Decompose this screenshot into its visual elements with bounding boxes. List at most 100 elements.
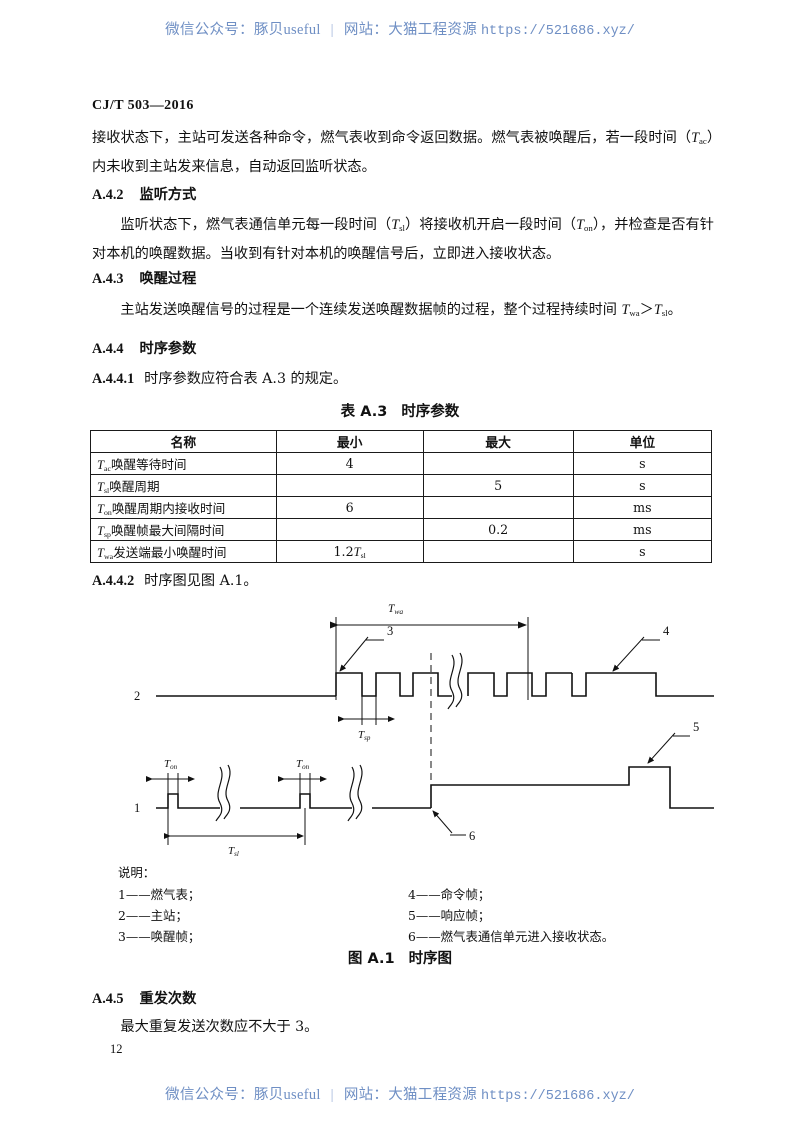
column-header-name: 名称	[90, 430, 277, 453]
row-max: 5	[422, 474, 574, 497]
watermark-separator: |	[330, 22, 334, 38]
row-max	[422, 452, 574, 475]
row-max: 0.2	[422, 518, 574, 541]
table-row: Ton唤醒周期内接收时间 6 ms	[90, 496, 713, 519]
row-name: Tsl唤醒周期	[90, 474, 277, 497]
callout-label-5: 5	[693, 720, 699, 734]
paragraph-a45: 最大重复发送次数应不大于 3。	[120, 1019, 319, 1035]
watermark-site-label: 网站：大猫工程资源	[343, 1087, 478, 1103]
break-squiggle-upper	[447, 652, 463, 710]
table-caption-label: 表 A.3	[340, 404, 388, 420]
legend-row: 2——主站； 5——响应帧；	[118, 905, 718, 926]
row-min: 4	[275, 452, 424, 475]
paragraph-a43: 主站发送唤醒信号的过程是一个连续发送唤醒数据帧的过程，整个过程持续时间 Twa＞…	[120, 302, 682, 319]
heading-a42-number: A.4.2	[92, 187, 124, 203]
intro-paragraph: 接收状态下，主站可发送各种命令，燃气表收到命令返回数据。燃气表被唤醒后，若一段时…	[92, 130, 714, 176]
row-unit: ms	[572, 518, 713, 541]
watermark-site-label: 网站：大猫工程资源	[343, 22, 478, 38]
heading-a44: A.4.4 时序参数	[92, 338, 196, 358]
row-name: Tsp唤醒帧最大间隔时间	[90, 518, 277, 541]
ton-left-label: Ton	[164, 758, 178, 771]
table-row: Tac唤醒等待时间 4 s	[90, 452, 713, 475]
row-unit: s	[572, 474, 713, 497]
row-min: 1.2Tsl	[275, 540, 424, 563]
row-unit: ms	[572, 496, 713, 519]
watermark-url: https://521686.xyz/	[480, 24, 635, 39]
paragraph-a42: 监听状态下，燃气表通信单元每一段时间（Tsl）将接收机开启一段时间（Ton），并…	[92, 217, 714, 263]
column-header-unit: 单位	[572, 430, 713, 453]
row-unit: s	[572, 540, 713, 563]
row-name: Tac唤醒等待时间	[90, 452, 277, 475]
page-number: 12	[110, 1042, 123, 1056]
figure-caption-title: 时序图	[408, 951, 453, 967]
figure-legend: 说明： 1——燃气表； 4——命令帧； 2——主站； 5——响应帧； 3——唤醒…	[118, 862, 718, 947]
callout-6	[432, 810, 466, 836]
clause-a4442-number: A.4.4.2	[92, 573, 135, 589]
break-squiggle-lower-1	[215, 764, 231, 822]
tsp-label: Tsp	[358, 729, 371, 742]
table-row: Tsl唤醒周期 5 s	[90, 474, 713, 497]
callout-label-6: 6	[469, 829, 475, 843]
watermark-separator: |	[330, 1087, 334, 1103]
tsl-dimension	[164, 808, 306, 845]
legend-heading: 说明：	[118, 865, 156, 880]
ton-right-label: Ton	[296, 758, 310, 771]
callout-4	[612, 636, 660, 672]
legend-item: 1——燃气表；	[118, 887, 201, 902]
clause-a4442-text: 时序图见图 A.1。	[144, 573, 258, 589]
table-row: Tsp唤醒帧最大间隔时间 0.2 ms	[90, 518, 713, 541]
heading-a45: A.4.5 重发次数	[92, 988, 196, 1008]
tsp-dimension	[338, 696, 395, 725]
twa-label: Twa	[388, 603, 403, 616]
callout-label-4: 4	[663, 624, 670, 638]
callout-5	[647, 732, 690, 764]
timing-parameter-table: 名称 最小 最大 单位 Tac唤醒等待时间 4 s Tsl唤醒周期 5 s To…	[90, 430, 713, 563]
watermark-wechat-label: 微信公众号：豚贝useful	[165, 1087, 321, 1103]
standard-number: CJ/T 503—2016	[92, 98, 194, 113]
legend-row: 3——唤醒帧； 6——燃气表通信单元进入接收状态。	[118, 926, 718, 947]
row-min: 6	[275, 496, 424, 519]
table-row: Twa发送端最小唤醒时间 1.2Tsl s	[90, 540, 713, 563]
watermark-top: 微信公众号：豚贝useful | 网站：大猫工程资源 https://52168…	[0, 18, 800, 39]
heading-a45-title: 重发次数	[139, 991, 197, 1007]
row-unit: s	[572, 452, 713, 475]
clause-a4441-number: A.4.4.1	[92, 371, 135, 387]
upper-waveform	[156, 672, 714, 697]
tsl-label: Tsl	[228, 845, 239, 858]
legend-item: 5——响应帧；	[408, 908, 491, 923]
row-max	[422, 540, 574, 563]
heading-a42: A.4.2 监听方式	[92, 184, 196, 204]
clause-a4442: A.4.4.2 时序图见图 A.1。	[92, 570, 258, 590]
clause-a4441-text: 时序参数应符合表 A.3 的规定。	[144, 371, 348, 387]
ton-dimension-right	[278, 773, 327, 794]
legend-row: 1——燃气表； 4——命令帧；	[118, 884, 718, 905]
ton-dimension-left	[146, 773, 195, 794]
legend-item: 3——唤醒帧；	[118, 929, 201, 944]
row-max	[422, 496, 574, 519]
heading-a44-number: A.4.4	[92, 341, 124, 357]
watermark-wechat-label: 微信公众号：豚贝useful	[165, 22, 321, 38]
break-squiggle-lower-2	[347, 764, 363, 822]
row-name: Twa发送端最小唤醒时间	[90, 540, 277, 563]
heading-a42-title: 监听方式	[139, 187, 197, 203]
figure-caption: 图 A.1 时序图	[0, 947, 800, 968]
callout-label-3: 3	[387, 624, 393, 638]
lower-waveform	[156, 766, 714, 809]
legend-item: 2——主站；	[118, 908, 188, 923]
callout-3	[339, 636, 384, 672]
row-name: Ton唤醒周期内接收时间	[90, 496, 277, 519]
twa-dimension	[330, 617, 529, 700]
column-header-min: 最小	[275, 430, 424, 453]
heading-a45-number: A.4.5	[92, 991, 124, 1007]
signal-label-upper: 2	[134, 689, 140, 703]
table-caption: 表 A.3 时序参数	[0, 400, 800, 421]
figure-caption-label: 图 A.1	[347, 951, 395, 967]
watermark-url: https://521686.xyz/	[480, 1089, 635, 1104]
legend-item: 4——命令帧；	[408, 887, 491, 902]
heading-a44-title: 时序参数	[139, 341, 197, 357]
heading-a43-title: 唤醒过程	[139, 271, 197, 287]
table-caption-title: 时序参数	[401, 404, 460, 420]
signal-label-lower: 1	[134, 801, 140, 815]
